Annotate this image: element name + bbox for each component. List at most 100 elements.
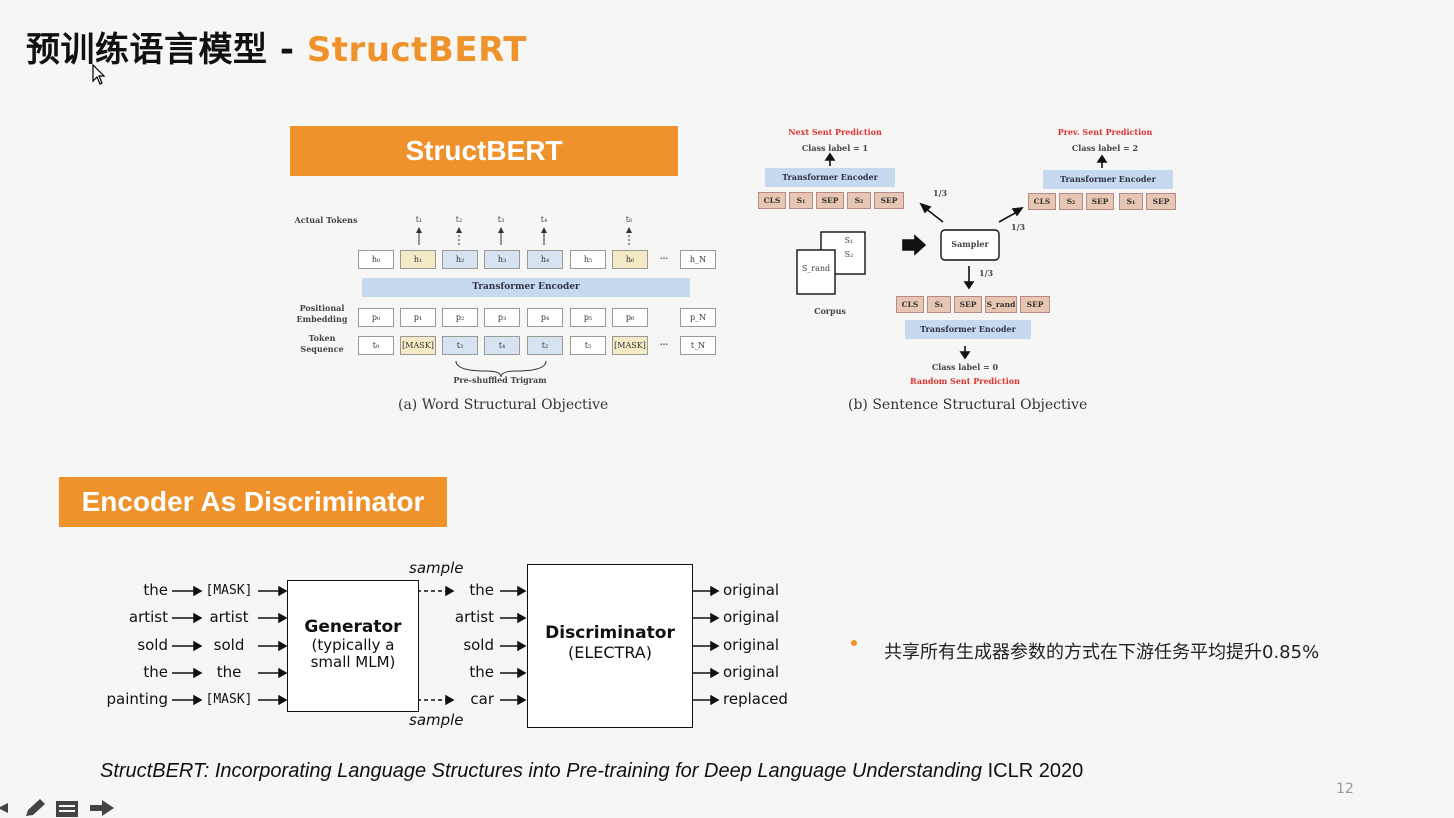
actual-token: t₂ — [455, 215, 463, 224]
title-separator: - — [279, 30, 295, 70]
masked-token: artist — [209, 608, 249, 626]
output-label: replaced — [723, 690, 788, 708]
fraction-random: 1/3 — [979, 268, 994, 278]
input-token: the — [143, 663, 168, 681]
sample-label-top: sample — [409, 559, 464, 577]
positional-embedding: p₀ — [358, 308, 394, 327]
arrows-figure-b — [796, 152, 1108, 360]
input-token: artist — [128, 608, 168, 626]
next-slide-icon[interactable] — [88, 798, 116, 818]
caption-a: (a) Word Structural Objective — [398, 397, 609, 413]
actual-token: t₄ — [540, 215, 548, 224]
doc-sentence: S₂ — [844, 250, 854, 259]
hidden-state: h₁ — [400, 250, 436, 269]
row-label-actual: Actual Tokens — [294, 215, 358, 225]
prev-token: SEP — [1146, 193, 1176, 210]
generated-token: the — [469, 663, 494, 681]
transformer-encoder-prev: Transformer Encoder — [1043, 170, 1173, 189]
corpus-label: Corpus — [814, 306, 846, 316]
discriminator-subtitle: (ELECTRA) — [568, 643, 652, 662]
positional-embedding: p₅ — [570, 308, 606, 327]
next-class-label: Class label = 1 — [801, 143, 869, 153]
generated-token: artist — [454, 608, 494, 626]
ellipsis: ··· — [659, 253, 669, 263]
token: [MASK] — [400, 336, 436, 355]
prev-class-label: Class label = 2 — [1071, 143, 1139, 153]
bullet-dot-icon — [851, 640, 857, 646]
output-label: original — [723, 608, 780, 626]
hidden-state: h₃ — [484, 250, 520, 269]
random-token: SEP — [954, 296, 982, 313]
structbert-banner: StructBERT — [290, 126, 678, 176]
positional-embedding: p₄ — [527, 308, 563, 327]
word-structural-figure: Actual Tokens Positional Embedding Token… — [290, 205, 730, 420]
previous-slide-icon[interactable] — [0, 800, 10, 816]
arrows-figure-a — [416, 227, 632, 378]
discriminator-title: Discriminator — [545, 623, 675, 643]
encoder-discriminator-banner: Encoder As Discriminator — [59, 477, 447, 527]
mouse-cursor-icon — [92, 64, 106, 85]
generator-box: Generator (typically a small MLM) — [287, 580, 419, 712]
pen-icon[interactable] — [22, 798, 48, 818]
transformer-encoder-next: Transformer Encoder — [765, 168, 895, 187]
actual-token: t₆ — [625, 215, 633, 224]
token: t₀ — [358, 336, 394, 355]
brace-label: Pre-shuffled Trigram — [453, 375, 547, 385]
hidden-state: h₄ — [527, 250, 563, 269]
prev-token: CLS — [1028, 193, 1056, 210]
fraction-prev: 1/3 — [1011, 222, 1026, 232]
hidden-state: h₀ — [358, 250, 394, 269]
doc-sentence-rand: S_rand — [801, 264, 831, 273]
random-sent-title: Random Sent Prediction — [910, 376, 1020, 386]
row-label-token: Token Sequence — [300, 333, 344, 354]
positional-embedding: p₂ — [442, 308, 478, 327]
generated-token: sold — [463, 636, 494, 654]
hidden-state: h_N — [680, 250, 716, 269]
slide-title: 预训练语言模型 - StructBERT — [26, 22, 527, 71]
random-token: S_rand — [985, 296, 1017, 313]
actual-token: t₃ — [497, 215, 505, 224]
token: [MASK] — [612, 336, 648, 355]
next-token: SEP — [816, 192, 844, 209]
fraction-next: 1/3 — [933, 188, 948, 198]
next-token: S₁ — [789, 192, 813, 209]
electra-arrows — [172, 585, 720, 706]
hidden-state: h₂ — [442, 250, 478, 269]
positional-embedding: p₁ — [400, 308, 436, 327]
input-token: painting — [106, 690, 168, 708]
sample-label-bottom: sample — [409, 711, 464, 729]
ellipsis: ··· — [659, 339, 669, 349]
random-class-label: Class label = 0 — [931, 362, 999, 372]
citation: StructBERT: Incorporating Language Struc… — [100, 760, 1083, 783]
hidden-state: h₅ — [570, 250, 606, 269]
token: t₂ — [527, 336, 563, 355]
generator-title: Generator — [304, 617, 402, 637]
output-label: original — [723, 581, 780, 599]
input-token: the — [143, 581, 168, 599]
token: t_N — [680, 336, 716, 355]
sampler-box: Sampler — [951, 239, 989, 249]
caption-b: (b) Sentence Structural Objective — [848, 397, 1088, 413]
generator-subtitle-2: small MLM) — [310, 653, 396, 671]
output-label: original — [723, 636, 780, 654]
random-token: CLS — [896, 296, 924, 313]
slide-menu-icon[interactable] — [54, 799, 80, 818]
masked-token: sold — [213, 636, 245, 654]
sentence-structural-figure: Next Sent Prediction Class label = 1 Tra… — [755, 124, 1195, 419]
token: t₃ — [442, 336, 478, 355]
positional-embedding: p₆ — [612, 308, 648, 327]
prev-token: S₁ — [1119, 193, 1143, 210]
next-token: SEP — [874, 192, 904, 209]
title-accent: StructBERT — [306, 30, 527, 70]
output-label: original — [723, 663, 780, 681]
doc-sentence: S₁ — [844, 236, 854, 245]
positional-embedding: p_N — [680, 308, 716, 327]
citation-venue: ICLR 2020 — [987, 760, 1084, 782]
next-sent-title: Next Sent Prediction — [788, 127, 882, 137]
title-chinese: 预训练语言模型 — [26, 30, 268, 70]
actual-token: t₁ — [415, 215, 423, 224]
bullet-text: 共享所有生成器参数的方式在下游任务平均提升0.85% — [884, 642, 1320, 663]
masked-token: the — [216, 663, 242, 681]
input-token: sold — [137, 636, 168, 654]
token: t₅ — [570, 336, 606, 355]
